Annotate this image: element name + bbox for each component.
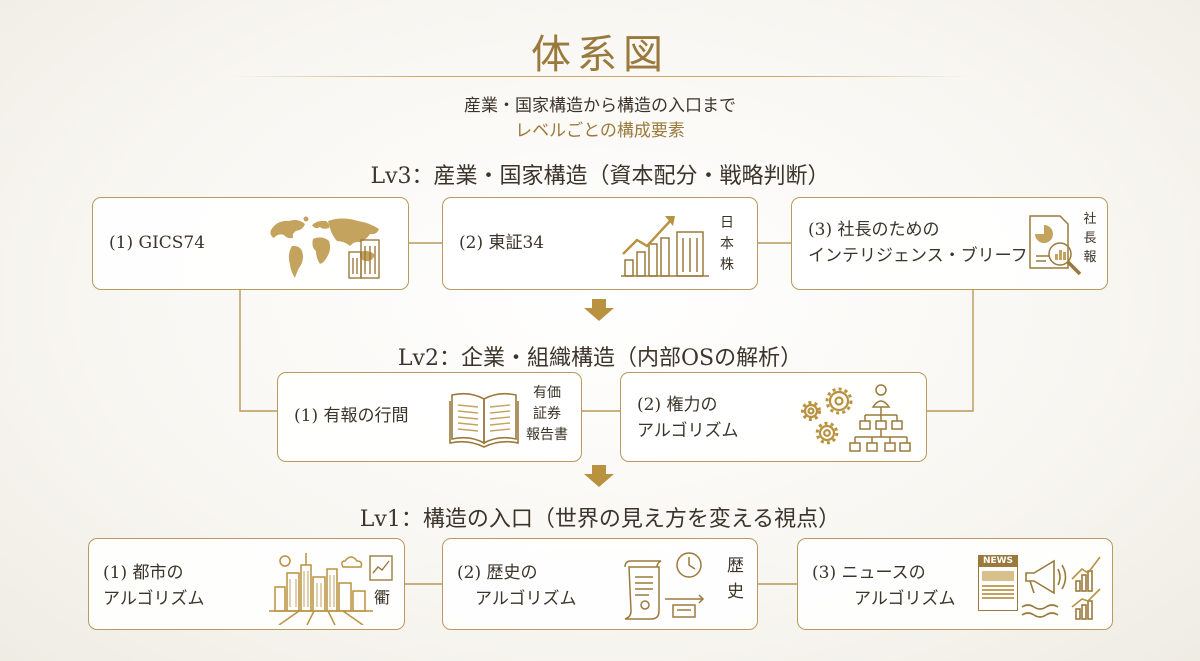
card-label-line2: アルゴリズム (637, 421, 739, 441)
down-arrows (584, 299, 614, 487)
card-label: (1) GICS74 (109, 233, 206, 253)
growth-chart-buildings-icon (621, 216, 709, 277)
subtitle-secondary: レベルごとの構成要素 (515, 121, 685, 141)
gears-org-chart-icon (801, 384, 911, 452)
card-history-algorithm[interactable]: (2) 歴史の アルゴリズム 歴 史 (442, 538, 758, 630)
side-label-president-report: 社 長 報 (1083, 212, 1097, 265)
down-arrow-icon (584, 299, 614, 321)
card-label-line1: (3) 社長のための (808, 220, 940, 240)
lv2-heading: Lv2：企業・組織構造（内部OSの解析） (397, 346, 803, 371)
page-title: 体系図 (531, 32, 669, 78)
card-yuho-between-lines[interactable]: (1) 有報の行間 有価 証券 報告書 (277, 372, 582, 462)
open-book-icon (449, 392, 519, 448)
lv3-heading: Lv3：産業・国家構造（資本配分・戦略判断） (370, 164, 830, 189)
lv1-heading: Lv1：構造の入口（世界の見え方を変える視点） (359, 507, 841, 532)
card-label-line1: (1) 都市の (103, 563, 184, 583)
city-skyline-icon (269, 553, 373, 625)
world-map-buildings-icon (270, 216, 380, 279)
scroll-clock-icon (624, 552, 705, 620)
report-magnifier-icon (1029, 215, 1082, 276)
card-news-algorithm[interactable]: (3) ニュースの アルゴリズム NEWS (797, 538, 1113, 630)
card-label-line1: (2) 権力の (637, 395, 718, 415)
card-label-line2: アルゴリズム (475, 589, 577, 609)
subtitle: 産業・国家構造から構造の入口まで (464, 96, 736, 116)
card-power-algorithm[interactable]: (2) 権力の アルゴリズム (620, 372, 927, 462)
card-label-line1: (2) 歴史の (457, 563, 538, 583)
mini-chart-icon (369, 555, 393, 581)
side-label-securities-report: 有価 証券 報告書 (526, 385, 568, 443)
card-label-line2: アルゴリズム (854, 589, 956, 609)
card-label: (2) 東証34 (459, 233, 545, 253)
newspaper-masthead: NEWS (979, 556, 1017, 567)
side-label-city-kanji: 衢 (373, 588, 390, 607)
card-label-line2: アルゴリズム (103, 589, 205, 609)
side-label-japan-stocks: 日 本 株 (720, 215, 734, 273)
card-president-brief[interactable]: (3) 社長のための インテリジェンス・ブリーフ 社 長 報 (791, 197, 1108, 290)
card-tse34[interactable]: (2) 東証34 日 本 株 (442, 197, 758, 290)
side-label-history: 歴 史 (727, 556, 744, 602)
card-label-line2: インテリジェンス・ブリーフ (808, 246, 1028, 266)
card-label-line1: (3) ニュースの (812, 563, 926, 583)
card-city-algorithm[interactable]: (1) 都市の アルゴリズム 衢 (88, 538, 405, 630)
newspaper-icon: NEWS (978, 555, 1018, 611)
down-arrow-icon (584, 465, 614, 487)
card-label: (1) 有報の行間 (294, 406, 409, 426)
card-gics74[interactable]: (1) GICS74 (92, 197, 409, 290)
megaphone-chart-icon (1021, 556, 1101, 620)
title-divider (230, 76, 970, 77)
